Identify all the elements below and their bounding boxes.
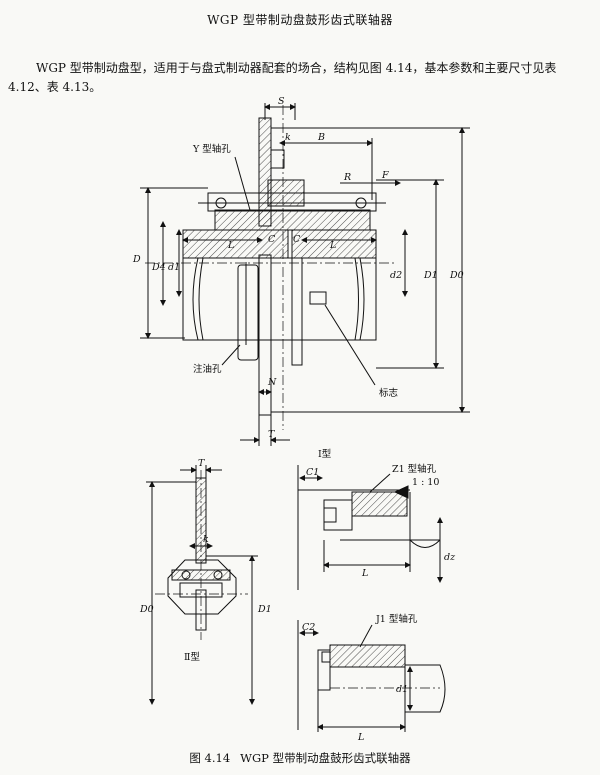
dim-d: D — [132, 254, 141, 265]
body-paragraph: WGP 型带制动盘型，适用于与盘式制动器配套的场合，结构见图 4.14，基本参数… — [8, 61, 557, 94]
dim-c-left: C — [268, 234, 276, 245]
dim-c2: C2 — [302, 622, 315, 633]
callout-mark: 标志 — [379, 387, 398, 399]
dim-l-j1: L — [357, 732, 364, 743]
brake-disc-lower — [258, 254, 272, 416]
dim-b: B — [317, 132, 325, 143]
dim-f: F — [381, 170, 389, 181]
dim-l-left: L — [227, 240, 234, 251]
dim-d1-ii: D1 — [257, 604, 272, 615]
callout-y-bore: Y 型轴孔 — [192, 143, 231, 155]
dim-k: k — [285, 132, 291, 143]
dim-k-ii: k — [203, 534, 209, 545]
outer-sleeve-upper — [214, 209, 371, 231]
callout-z1-bore: Z1 型轴孔 — [392, 463, 437, 475]
dim-c1: C1 — [306, 467, 319, 478]
dim-c-right: C — [293, 234, 301, 245]
dim-d0-ii: D0 — [139, 604, 154, 615]
type-ii-drawing — [146, 465, 258, 705]
callout-oil-hole: 注油孔 — [193, 363, 222, 375]
figure-caption-number: 图 4.14 — [189, 751, 231, 765]
dim-d0: D0 — [449, 270, 464, 281]
figure-caption-text: WGP 型带制动盘鼓形齿式联轴器 — [240, 751, 411, 765]
dim-r: R — [343, 172, 351, 183]
dim-d1-j1: d1 — [396, 684, 408, 695]
left-hub-upper — [182, 229, 289, 259]
dim-l-right: L — [329, 240, 336, 251]
figure-caption: 图 4.14 WGP 型带制动盘鼓形齿式联轴器 — [0, 750, 600, 766]
dim-d4: D4 — [151, 262, 166, 273]
dim-n: N — [267, 377, 277, 388]
callout-j1-bore: J1 型轴孔 — [375, 613, 418, 625]
coupling-body — [182, 257, 377, 341]
dim-l-z1: L — [361, 568, 368, 579]
dim-d1: D1 — [423, 270, 438, 281]
type-ii-caption: Ⅱ型 — [184, 652, 200, 663]
j1-bore-detail — [297, 620, 446, 732]
mark-plate — [309, 291, 327, 305]
type-i-drawing — [140, 103, 470, 446]
dim-d2: d2 — [390, 270, 402, 281]
type-i-caption: Ⅰ型 — [318, 449, 332, 460]
document-title: WGP 型带制动盘鼓形齿式联轴器 — [207, 13, 393, 27]
taper-ratio: 1 : 10 — [412, 477, 439, 488]
dim-dz: dz — [444, 552, 456, 563]
dim-d1-left: d1 — [168, 262, 180, 273]
z1-bore-detail — [297, 465, 443, 590]
dim-t: T — [268, 429, 275, 440]
dim-s: S — [278, 96, 285, 107]
dim-t-ii: T — [198, 458, 205, 469]
